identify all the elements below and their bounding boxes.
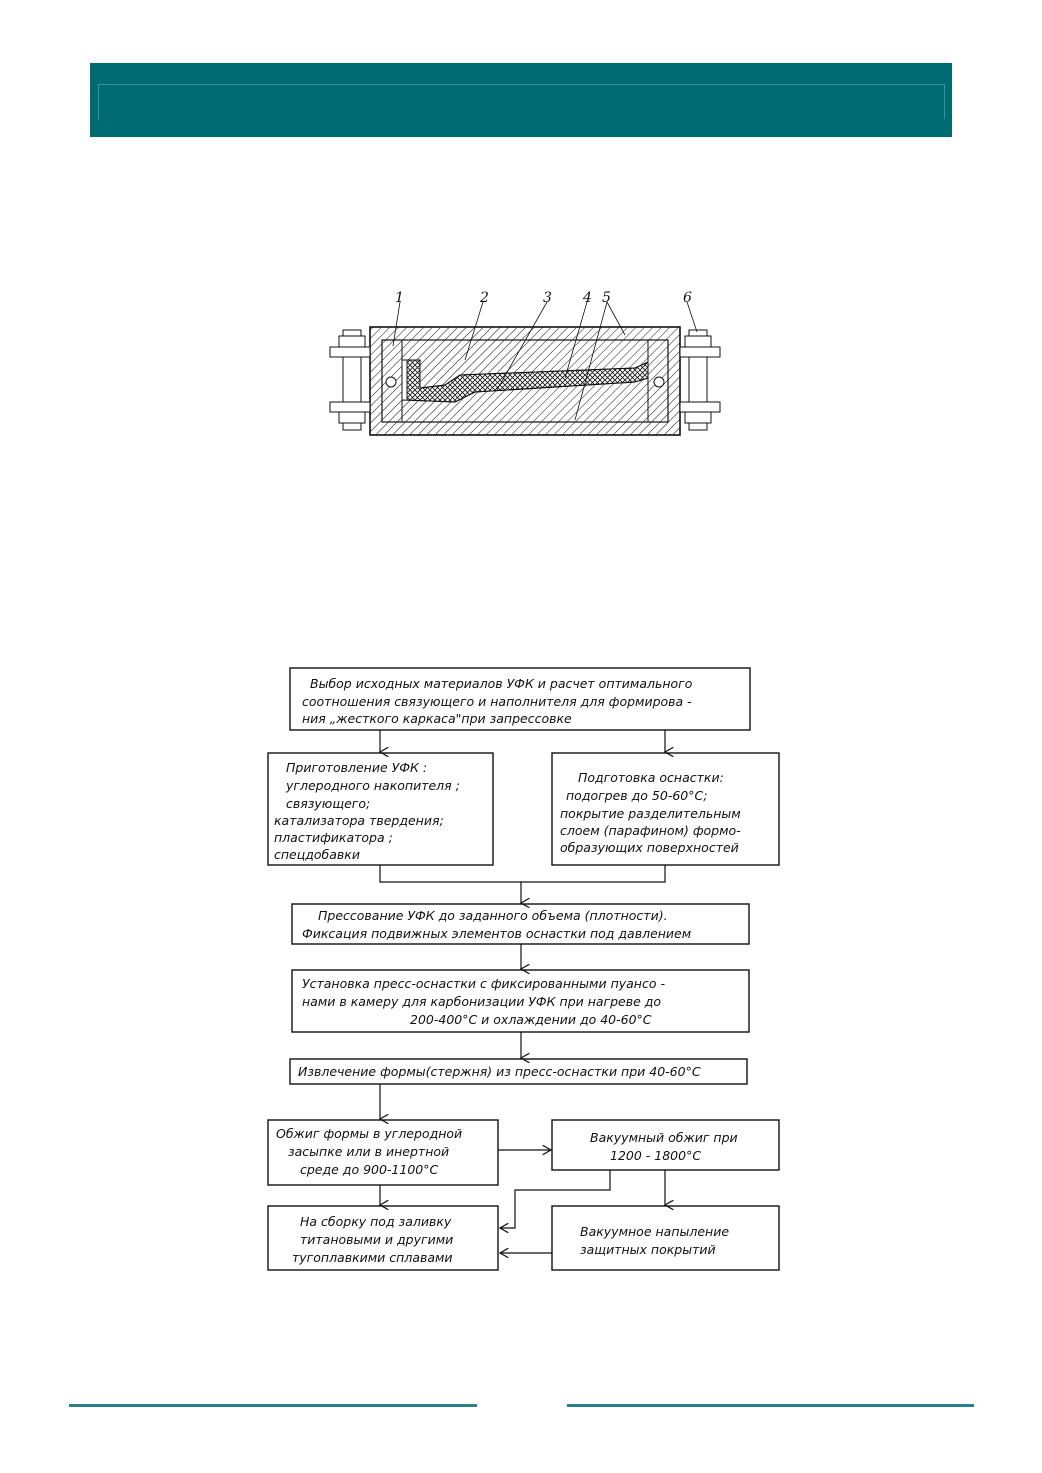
vacuum-coat-line-2: защитных покрытий [580,1242,716,1257]
press-line-2: Фиксация подвижных элементов оснастки по… [302,926,691,941]
install-line-3: 200-400°С и охлаждении до 40-60°С [410,1012,652,1027]
select-line-1: Выбор исходных материалов УФК и расчет о… [310,676,693,691]
prepare-line-5: пластификатора ; [274,830,393,845]
prepare-line-3: связующего; [286,796,370,811]
select-line-3: ния „жесткого каркаса"при запрессовке [302,711,572,726]
callout-5: 5 [602,290,611,306]
select-line-2: соотношения связующего и наполнителя для… [302,694,692,709]
tooling-line-5: образующих поверхностей [560,840,739,855]
assembly-line-2: титановыми и другими [300,1232,453,1247]
box-select-materials [289,667,751,731]
tooling-line-4: слоем (парафином) формо- [560,823,741,838]
vacuum-fire-line-1: Вакуумный обжиг при [590,1130,738,1145]
tooling-line-1: Подготовка оснастки: [578,770,724,785]
prepare-line-2: углеродного накопителя ; [285,778,460,793]
callout-3: 3 [543,290,552,306]
fire-line-1: Обжиг формы в углеродной [276,1126,462,1141]
footer-rule-right [567,1404,974,1407]
footer-rule-left [69,1404,477,1407]
press-tool-drawing: 1 2 3 4 5 6 [329,290,721,436]
box-extract-form [289,1058,748,1085]
prepare-line-6: спецдобавки [274,847,360,862]
install-line-2: нами в камеру для карбонизации УФК при н… [302,994,661,1009]
tooling-line-2: подогрев до 50-60°С; [566,788,707,803]
callout-6: 6 [683,290,692,306]
vacuum-fire-line-2: 1200 - 1800°С [610,1148,701,1163]
callout-1: 1 [395,290,404,306]
process-flowchart: Выбор исходных материалов УФК и расчет о… [267,667,780,1271]
assembly-line-1: На сборку под заливку [300,1214,452,1229]
vacuum-coat-line-1: Вакуумное напыление [580,1224,729,1239]
callout-4: 4 [582,290,592,306]
callout-2: 2 [479,290,489,306]
press-line-1: Прессование УФК до заданного объема (пло… [318,908,668,923]
tooling-line-3: покрытие разделительным [560,806,741,821]
install-line-1: Установка пресс-оснастки с фиксированным… [302,976,665,991]
prepare-line-4: катализатора твердения; [274,813,444,828]
assembly-line-3: тугоплавкими сплавами [292,1250,453,1265]
prepare-line-1: Приготовление УФК : [286,760,427,775]
extract-line-1: Извлечение формы(стержня) из пресс-оснас… [298,1064,701,1079]
fire-line-2: засыпке или в инертной [288,1144,449,1159]
fire-line-3: среде до 900-1100°С [300,1162,438,1177]
header-bar [90,63,952,137]
header-inner-frame [98,84,945,119]
